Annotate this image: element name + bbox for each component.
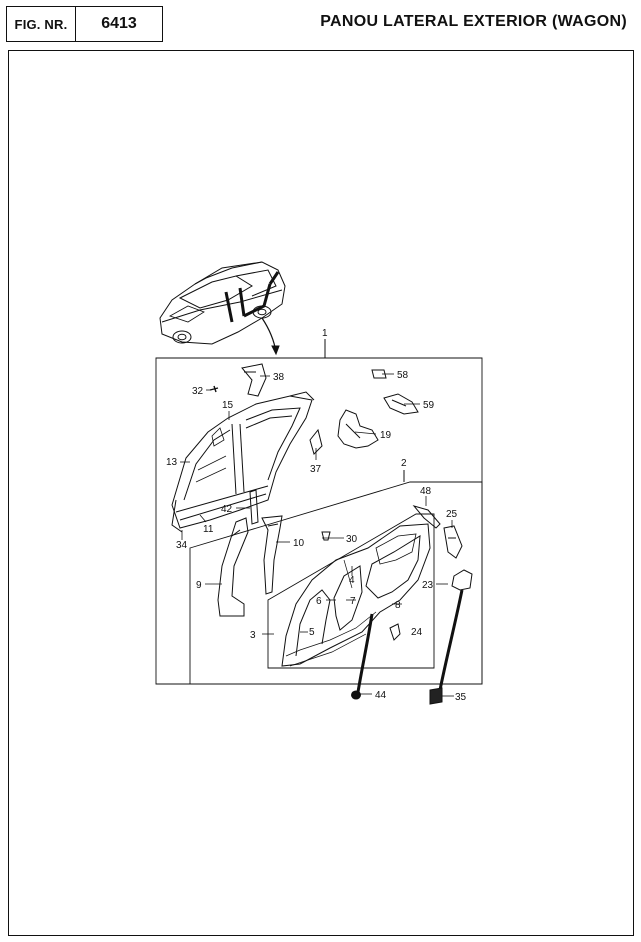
callout-8: 8: [395, 600, 401, 611]
callout-32: 32: [192, 386, 204, 397]
assembly-2-box: [189, 481, 483, 685]
callout-9: 9: [196, 580, 202, 591]
callout-48: 48: [420, 486, 432, 497]
callout-34: 34: [176, 540, 188, 551]
wagon-car-illustration: [159, 261, 286, 356]
callout-38: 38: [273, 372, 285, 383]
callout-37: 37: [310, 464, 322, 475]
part-25-part: [443, 525, 463, 559]
page-title: PANOU LATERAL EXTERIOR (WAGON): [320, 13, 627, 30]
part-9-pillar: [217, 517, 249, 617]
outer-side-panel: [281, 523, 431, 667]
callout-35: 35: [455, 692, 467, 703]
callout-11: 11: [203, 524, 214, 535]
part-19-wheelhouse: [337, 409, 379, 449]
callout-25: 25: [446, 509, 458, 520]
callout-23: 23: [422, 580, 434, 591]
callout-2: 2: [401, 458, 407, 469]
callout-58: 58: [397, 370, 409, 381]
callout-15: 15: [222, 400, 234, 411]
callout-1: 1: [322, 328, 328, 339]
callout-5: 5: [309, 627, 315, 638]
part-58-part: [371, 369, 387, 379]
upper-side-frame: [171, 391, 315, 533]
callout-59: 59: [423, 400, 435, 411]
part-23-housing: [451, 569, 473, 591]
assembly-3-box: [267, 513, 435, 669]
figure-number-box: FIG. NR. 6413: [6, 6, 163, 42]
part-35-fuel-door: [429, 687, 443, 705]
part-38-bracket: [241, 363, 267, 397]
callout-42: 42: [221, 504, 233, 515]
part-37-gusset: [309, 428, 323, 455]
callout-10: 10: [293, 538, 305, 549]
callout-4: 4: [349, 575, 355, 586]
callout-24: 24: [411, 627, 423, 638]
part-59-bracket: [383, 393, 419, 415]
part-24-part: [389, 623, 401, 641]
callout-3: 3: [250, 630, 256, 641]
callout-44: 44: [375, 690, 387, 701]
part-10-pillar: [261, 515, 283, 595]
callout-19: 19: [380, 430, 392, 441]
part-48-part: [412, 505, 441, 529]
diagram-frame: [8, 50, 634, 936]
callout-13: 13: [166, 457, 178, 468]
callout-7: 7: [350, 596, 356, 607]
small-screw: [321, 531, 331, 541]
part-32-clip: [209, 385, 219, 393]
part-42-pillar: [249, 489, 259, 525]
figure-number: 6413: [101, 15, 137, 32]
figure-label: FIG. NR.: [7, 7, 76, 41]
callout-30: 30: [346, 534, 358, 545]
callout-6: 6: [316, 596, 322, 607]
part-44-grommet: [351, 690, 361, 700]
